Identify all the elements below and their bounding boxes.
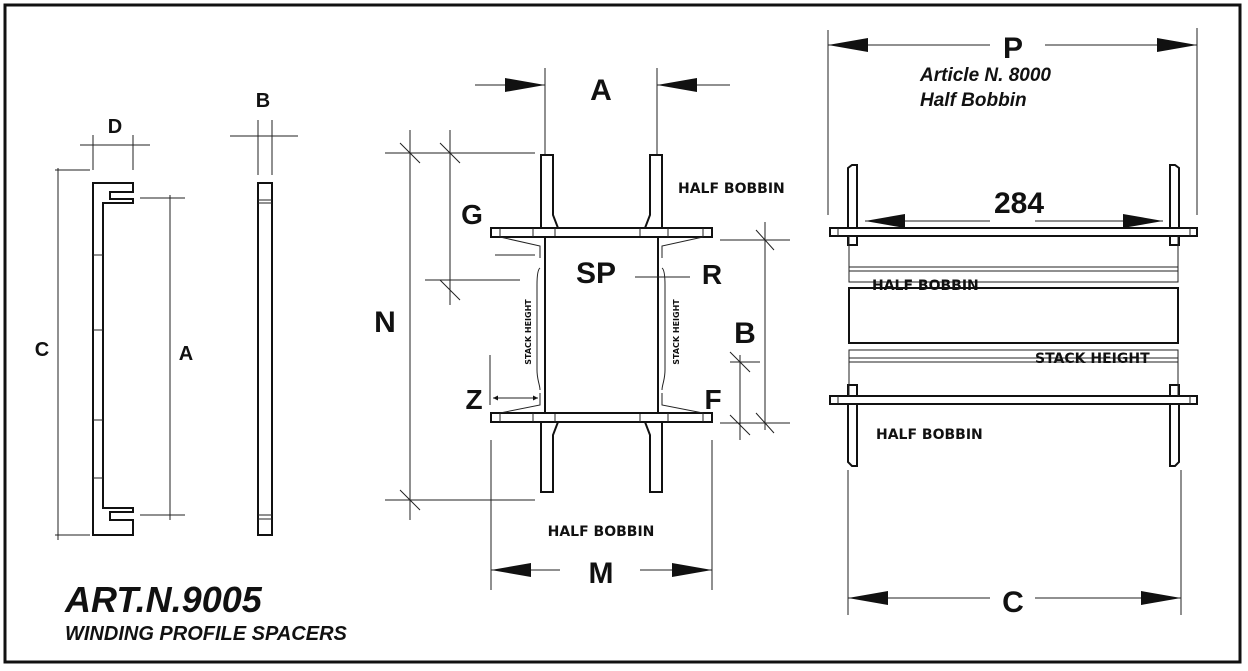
half-bobbin-label-right-bottom: HALF BOBBIN	[876, 427, 983, 443]
dim-label-c: C	[35, 339, 49, 361]
half-bobbin-label-bottom: HALF BOBBIN	[548, 524, 655, 540]
dimension-284: 284	[994, 187, 1044, 220]
dim-label-n: N	[374, 306, 396, 339]
dim-label-b: B	[256, 90, 270, 112]
article-subtitle: WINDING PROFILE SPACERS	[65, 623, 348, 645]
profile-spacer-side-view	[230, 120, 298, 536]
dim-label-d: D	[108, 116, 122, 138]
stack-height-label-left: STACK HEIGHT	[524, 299, 533, 365]
dim-label-a: A	[179, 343, 193, 365]
profile-spacer-front-view	[55, 135, 185, 540]
stack-height-label-right-view: STACK HEIGHT	[1035, 351, 1150, 367]
half-bobbin-side-view	[827, 28, 1198, 615]
dim-label-z: Z	[465, 384, 482, 415]
dim-label-b-mid: B	[734, 317, 756, 350]
dim-label-m: M	[589, 557, 614, 590]
stack-height-label-right: STACK HEIGHT	[672, 299, 681, 365]
half-bobbin-label-top: HALF BOBBIN	[678, 181, 785, 197]
article-title: ART.N.9005	[64, 579, 263, 620]
dim-label-c-right: C	[1002, 586, 1024, 619]
dim-label-g: G	[461, 199, 483, 230]
dim-label-sp: SP	[576, 257, 616, 290]
half-bobbin-label-right-top: HALF BOBBIN	[872, 278, 979, 294]
dim-label-r: R	[702, 259, 722, 290]
dim-label-p: P	[1003, 32, 1023, 65]
dim-label-a-mid: A	[590, 74, 612, 107]
frame-border	[3, 3, 1242, 664]
bobbin-assembly-view	[385, 68, 790, 590]
article-number-label: Article N. 8000	[919, 65, 1051, 86]
article-subtitle-label: Half Bobbin	[920, 90, 1027, 111]
dim-label-f: F	[704, 384, 721, 415]
